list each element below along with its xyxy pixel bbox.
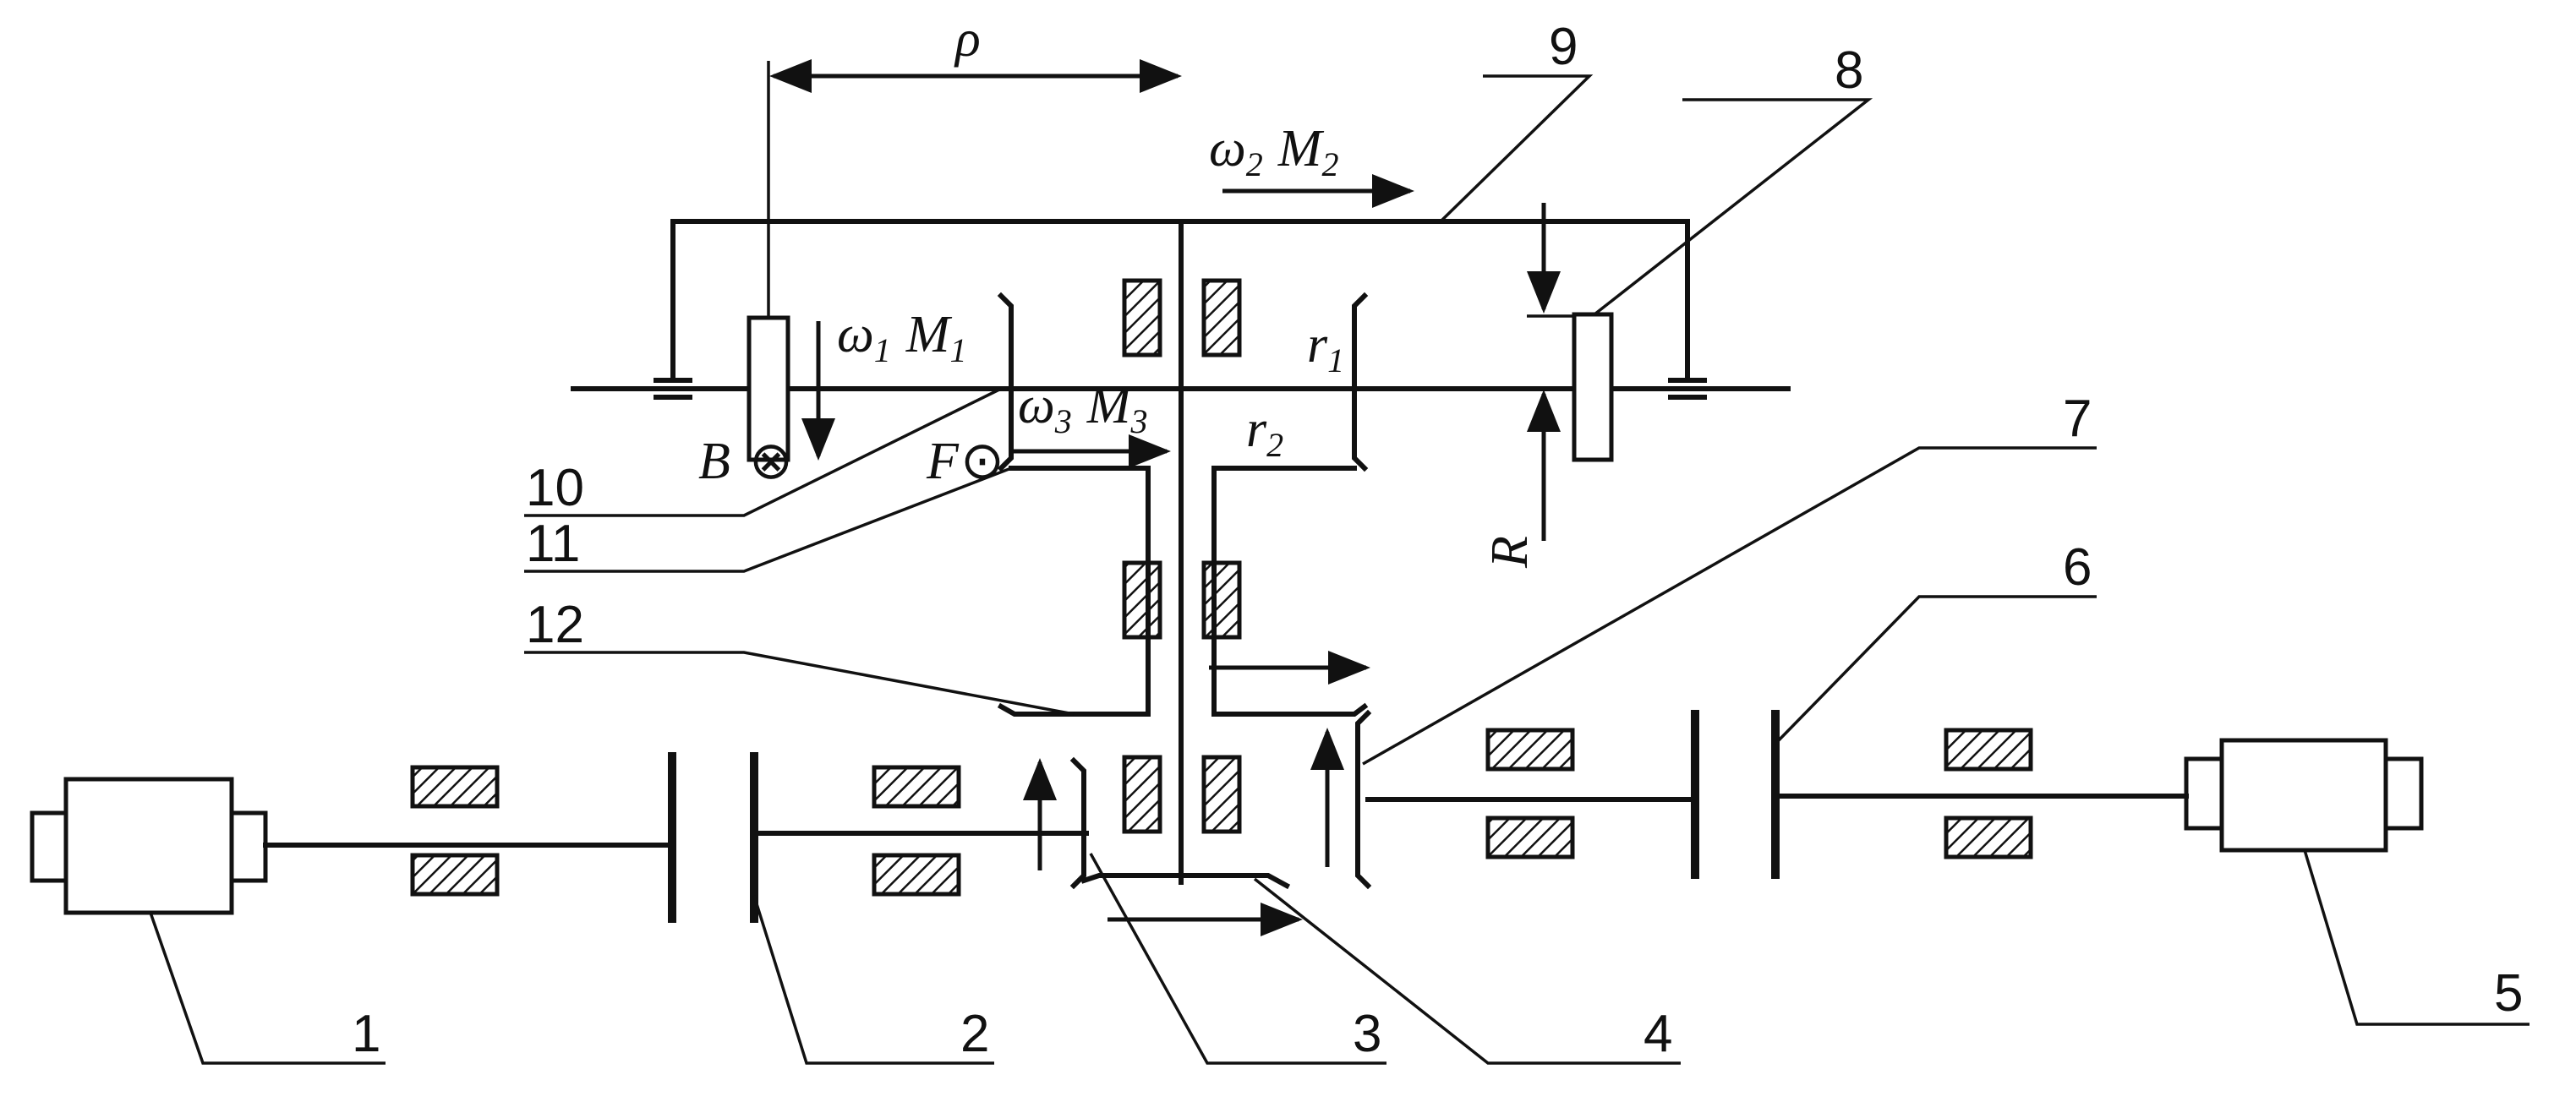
- gear-11-arm: [997, 466, 1151, 717]
- left-motor: [30, 777, 268, 915]
- r1-label: r1: [1307, 316, 1344, 379]
- cross-mark-icon: ⊗: [749, 432, 793, 490]
- part-label-7: 7: [2063, 390, 2092, 448]
- part-label-10: 10: [526, 459, 584, 517]
- R-label: R: [1481, 536, 1539, 569]
- carrier-frame: [670, 219, 1690, 383]
- bearings: [410, 278, 2033, 897]
- upper-left-bevel-gear: [997, 292, 1014, 472]
- part-label-12: 12: [526, 596, 584, 654]
- F-label: F: [926, 433, 960, 490]
- bottom-bevel-gear: [1080, 873, 1291, 890]
- lower-right-bevel-gear: [1355, 709, 1372, 890]
- part-label-4: 4: [1643, 1005, 1672, 1063]
- part-label-6: 6: [2063, 538, 2092, 597]
- part-label-9: 9: [1549, 18, 1578, 76]
- dot-mark-icon: ⊙: [960, 432, 1004, 490]
- right-motor: [2184, 738, 2424, 853]
- part-label-3: 3: [1353, 1005, 1381, 1063]
- B-label: B: [698, 433, 730, 490]
- part-label-8: 8: [1835, 41, 1863, 100]
- part-label-1: 1: [352, 1005, 380, 1063]
- part-label-2: 2: [960, 1005, 989, 1063]
- element-b-block: [747, 315, 790, 462]
- gear-right-arm: [1211, 466, 1369, 717]
- upper-right-bevel-gear: [1352, 292, 1369, 472]
- leader-lines: [149, 74, 2530, 1065]
- element-8-wheel: [1572, 312, 1614, 462]
- r2-label: r2: [1246, 401, 1283, 464]
- part-label-11: 11: [526, 515, 580, 573]
- lower-left-bevel-gear: [1069, 756, 1086, 890]
- part-label-5: 5: [2494, 964, 2523, 1023]
- rho-label: ρ: [954, 10, 981, 68]
